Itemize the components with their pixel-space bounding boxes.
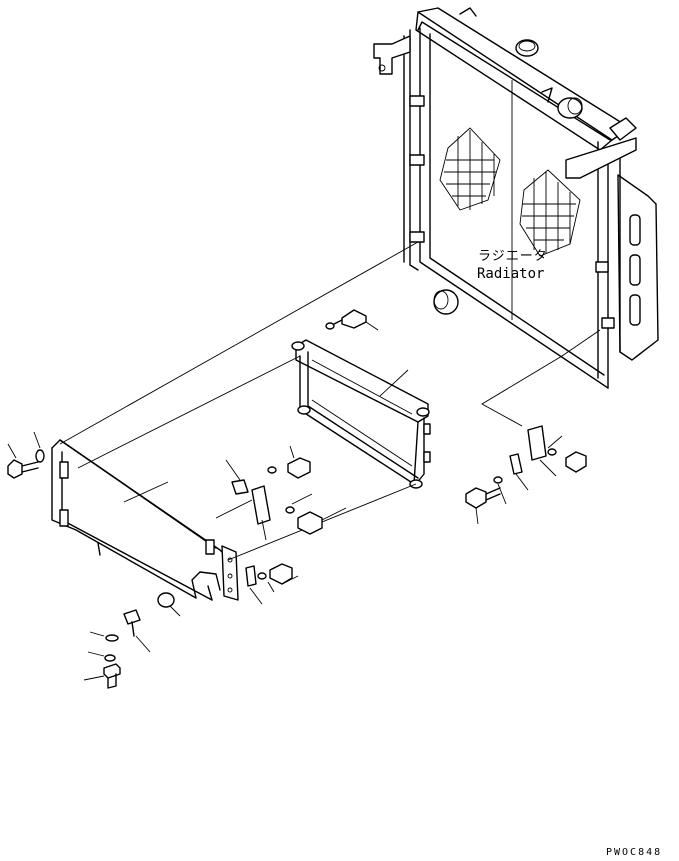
core-hatch-left — [439, 127, 501, 211]
oil-cooler — [291, 339, 431, 489]
bolt-washer-set — [325, 309, 379, 331]
radiator-label-en: Radiator — [477, 266, 544, 282]
bolt-left — [7, 431, 45, 479]
figure-code: PWOC848 — [606, 847, 662, 858]
lower-bolt-set — [245, 563, 299, 605]
right-bracket-set — [465, 425, 587, 525]
bracket-cluster — [215, 445, 347, 541]
leader-line — [59, 241, 419, 445]
rubber-cap — [157, 592, 181, 617]
guard-frame — [51, 439, 239, 601]
leader-line — [77, 355, 301, 469]
radiator-label-jp: ラジエータ — [478, 249, 548, 264]
radiator-assembly — [373, 7, 659, 427]
latch-parts — [83, 609, 151, 689]
core-hatch-right — [519, 169, 581, 257]
